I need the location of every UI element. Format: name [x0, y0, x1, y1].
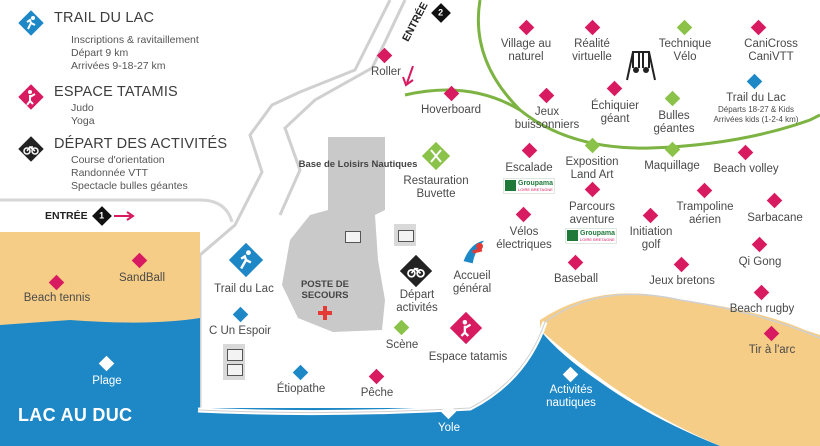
golf-label: Initiation golf [629, 226, 673, 251]
legend-tatamis: ESPACE TATAMIS Judo Yoga [18, 84, 268, 130]
legend-activites: DÉPART DES ACTIVITÉS Course d'orientatio… [18, 136, 268, 196]
legend-trail: TRAIL DU LAC Inscriptions & ravitailleme… [18, 10, 268, 80]
parcours-label: Parcours aventure [568, 201, 616, 226]
legend-tatamis-line: Yoga [71, 115, 95, 127]
scene-label: Scène [385, 339, 419, 351]
legend-trail-line: Départ 9 km [71, 47, 129, 59]
velos-label: Vélos électriques [496, 226, 552, 251]
maquillage-label: Maquillage [644, 160, 700, 172]
toilet-icon [345, 231, 361, 243]
exposition-label: Exposition Land Art [565, 156, 619, 181]
beach-volley-label: Beach volley [713, 163, 779, 175]
legend-activites-line: Course d'orientation [71, 154, 165, 166]
roller-label: Roller [370, 66, 402, 78]
base-loisirs-label: Base de Loisirs Nautiques [298, 159, 418, 170]
depart-activites-label: Départ activités [396, 289, 438, 314]
toilet-icon [398, 230, 414, 242]
legend-tatamis-line: Judo [71, 102, 94, 114]
tir-arc-label: Tir à l'arc [748, 344, 796, 356]
trail-top-label: Trail du Lac [726, 92, 786, 104]
sandball-label: SandBall [118, 272, 166, 284]
martial-arts-icon [18, 84, 44, 110]
swing-icon [626, 51, 656, 81]
bulles-label: Bulles géantes [653, 110, 695, 135]
legend-trail-title: TRAIL DU LAC [54, 10, 155, 26]
red-cross-icon [318, 306, 332, 320]
trampoline-label: Trampoline aérien [676, 201, 734, 226]
jeux-buissonniers-label: Jeux buissonniers [514, 106, 580, 131]
plage-label: Plage [92, 375, 122, 387]
technique-velo-label: Technique Vélo [658, 38, 712, 63]
bicycle-icon[interactable] [400, 255, 432, 287]
trail-du-lac-label: Trail du Lac [214, 283, 274, 295]
legend-trail-line: Arrivées 9-18-27 km [71, 60, 166, 72]
qi-gong-label: Qi Gong [738, 256, 782, 268]
legend-activites-line: Randonnée VTT [71, 167, 149, 179]
yole-label: Yole [438, 422, 460, 434]
c-un-espoir-label: C Un Espoir [209, 325, 271, 337]
legend-activites-line: Spectacle bulles géantes [71, 180, 188, 192]
martial-arts-icon[interactable] [450, 312, 482, 344]
sarbacane-label: Sarbacane [747, 212, 803, 224]
escalade-label: Escalade [505, 162, 553, 174]
runner-icon[interactable] [229, 243, 263, 277]
legend-tatamis-title: ESPACE TATAMIS [54, 84, 178, 100]
restauration-label: Restauration Buvette [403, 175, 469, 200]
village-label: Village au naturel [500, 38, 552, 63]
baseball-label: Baseball [553, 273, 599, 285]
activites-nautiques-label: Activités nautiques [546, 384, 596, 409]
etiopathe-label: Étiopathe [276, 383, 326, 395]
arrow-right-icon [114, 211, 135, 221]
welcome-person-icon[interactable] [459, 236, 491, 268]
toilet-icon [227, 364, 243, 376]
runner-icon [18, 10, 44, 36]
fork-knife-icon[interactable] [422, 142, 450, 170]
lake-name: LAC AU DUC [18, 405, 133, 425]
beach-rugby-label: Beach rugby [729, 303, 795, 315]
legend-trail-line: Inscriptions & ravitaillement [71, 34, 199, 46]
hoverboard-label: Hoverboard [420, 104, 482, 116]
echiquier-label: Échiquier géant [591, 100, 639, 125]
toilet-icon [227, 349, 243, 361]
accueil-label: Accueil général [452, 270, 492, 295]
espace-tatamis-label: Espace tatamis [428, 351, 508, 363]
canicross-label: CaniCross CaniVTT [744, 38, 798, 63]
poste-secours-label: POSTE DE SECOURS [300, 279, 350, 301]
trail-top-sublabel: Départs 18-27 & Kids Arrivées kids (1-2-… [713, 105, 799, 124]
entrance-1-label: ENTRÉE [45, 210, 88, 222]
beach-tennis-label: Beach tennis [23, 292, 91, 304]
peche-label: Pêche [360, 387, 394, 399]
jeux-bretons-label: Jeux bretons [649, 275, 715, 287]
realite-label: Réalité virtuelle [572, 38, 612, 63]
legend-activites-title: DÉPART DES ACTIVITÉS [54, 136, 228, 152]
bicycle-icon [18, 136, 44, 162]
arrow-down-icon [402, 66, 414, 87]
